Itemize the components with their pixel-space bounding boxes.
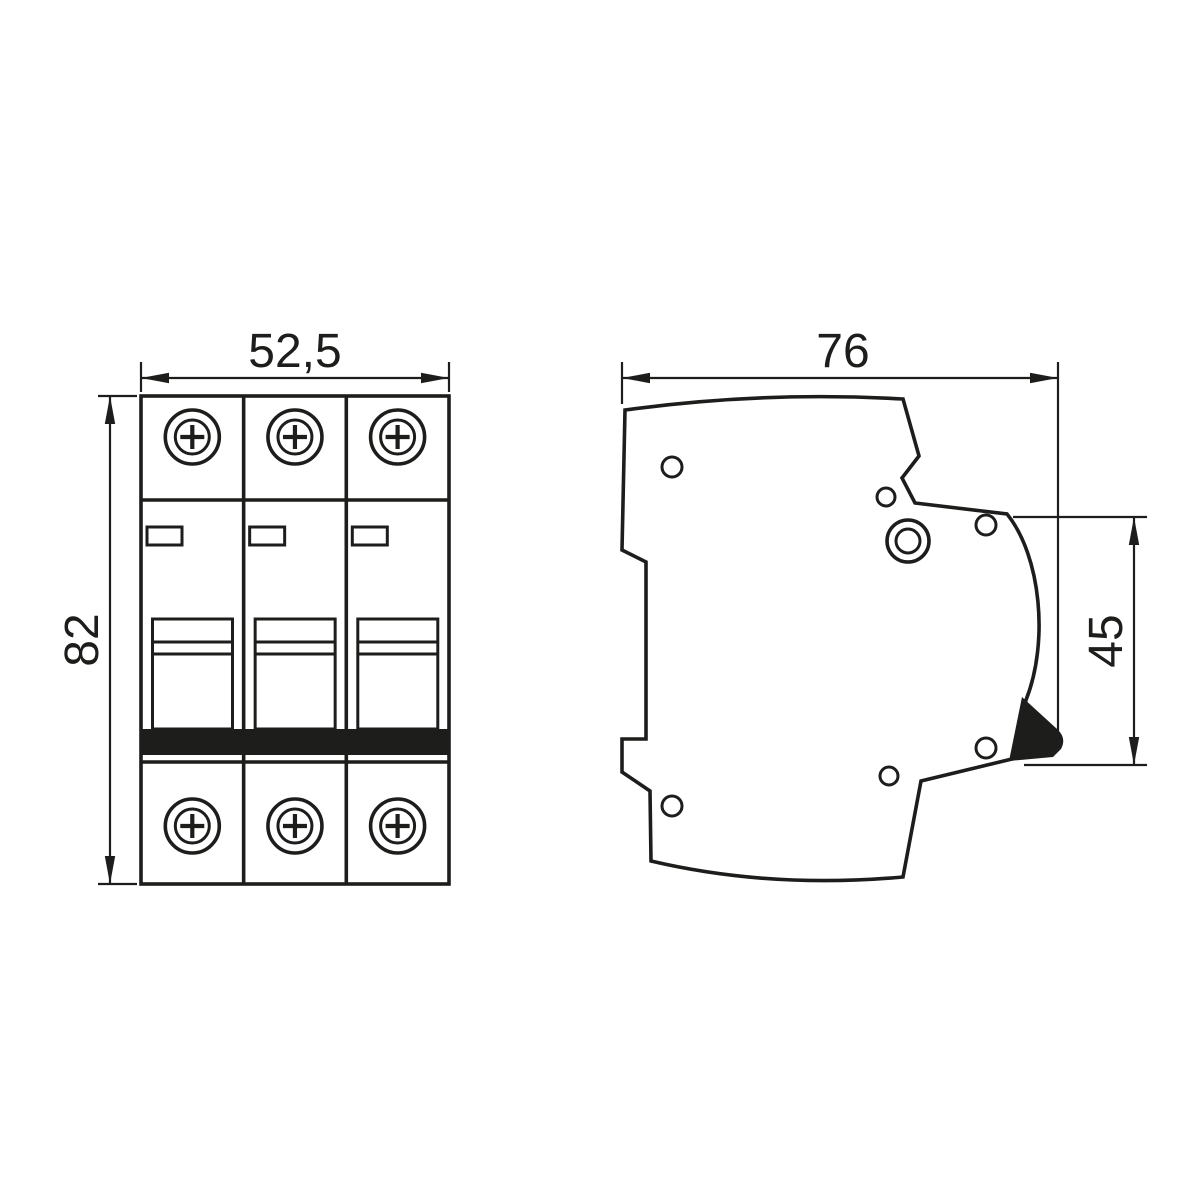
front-width-label: 52,5 — [248, 325, 341, 378]
rivet-circle — [875, 486, 897, 508]
terminal-screw-top-icon — [268, 410, 322, 464]
toggle-switch — [356, 617, 440, 731]
side-toggle-lever — [1009, 697, 1064, 761]
pole-module — [346, 410, 449, 853]
rivet-circle — [974, 736, 998, 760]
terminal-screw-top-icon — [165, 410, 219, 464]
toggle-switch — [253, 617, 337, 731]
toggle-base-band — [346, 729, 449, 755]
toggle-switch — [151, 617, 234, 731]
pivot-circle-inner — [894, 527, 922, 555]
rivet-circle — [660, 794, 684, 818]
rivet-circle — [660, 455, 684, 479]
arrowhead-icon — [1128, 737, 1140, 765]
arrowhead-icon — [141, 372, 169, 384]
side-body-outline — [620, 394, 1041, 883]
terminal-screw-bottom-icon — [165, 799, 219, 853]
terminal-screw-bottom-icon — [268, 799, 322, 853]
rivet-circle — [974, 513, 998, 537]
toggle-base-band — [243, 729, 347, 755]
dimension-side-front-height: 45 — [1013, 515, 1147, 767]
toggle-base-band — [141, 729, 244, 755]
pole-module — [141, 410, 244, 853]
label-window — [248, 525, 287, 547]
label-window — [350, 525, 389, 547]
side-front-height-label: 45 — [1080, 614, 1133, 667]
pole-module — [243, 410, 347, 853]
rivet-circle — [878, 765, 900, 787]
front-height-label: 82 — [56, 613, 109, 666]
arrowhead-icon — [104, 856, 116, 884]
terminal-screw-top-icon — [371, 410, 425, 464]
dimension-side-depth: 76 — [620, 325, 1060, 738]
side-view — [620, 394, 1064, 883]
side-depth-label: 76 — [816, 325, 869, 378]
arrowhead-icon — [622, 372, 650, 384]
label-window — [145, 525, 184, 547]
terminal-screw-bottom-icon — [371, 799, 425, 853]
arrowhead-icon — [421, 372, 449, 384]
dimension-front-height: 82 — [56, 394, 137, 886]
arrowhead-icon — [1030, 372, 1058, 384]
arrowhead-icon — [104, 396, 116, 424]
front-view — [139, 394, 451, 886]
dimension-front-width: 52,5 — [139, 325, 451, 392]
arrowhead-icon — [1128, 517, 1140, 545]
